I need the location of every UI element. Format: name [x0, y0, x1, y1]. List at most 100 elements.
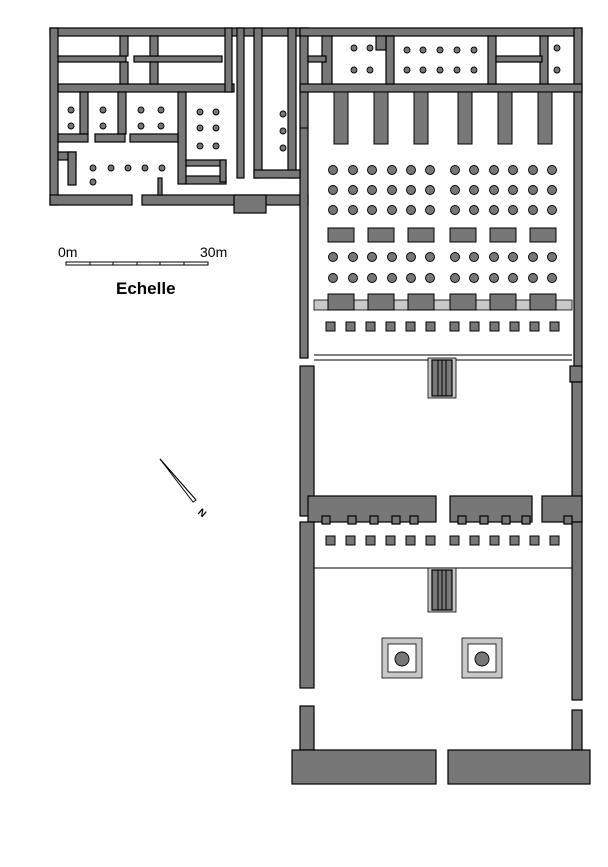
sanctuary-column — [436, 46, 444, 54]
hypostyle-column — [547, 205, 557, 215]
hypostyle-column — [547, 273, 557, 283]
rear-wing-column — [89, 164, 97, 172]
rear-wing-column — [196, 124, 204, 132]
hypostyle-column — [425, 185, 435, 195]
sanctuary-column — [350, 66, 358, 74]
sanctuary-column — [350, 44, 358, 52]
hypostyle-column — [508, 165, 518, 175]
rear-wing-column — [99, 106, 107, 114]
hypostyle-column — [387, 185, 397, 195]
rear-wing-column — [279, 127, 287, 135]
sanctuary-column — [553, 66, 561, 74]
hypostyle-column — [547, 165, 557, 175]
hypostyle-column — [406, 205, 416, 215]
hypostyle-column — [508, 252, 518, 262]
rear-wing-column — [196, 142, 204, 150]
hypostyle-column — [450, 273, 460, 283]
hypostyle-column — [328, 165, 338, 175]
rear-wing-column — [137, 122, 145, 130]
hypostyle-column — [367, 185, 377, 195]
hypostyle-column — [450, 185, 460, 195]
hypostyle-column — [450, 165, 460, 175]
rear-wing-column — [279, 110, 287, 118]
rear-wing-column — [157, 106, 165, 114]
hypostyle-column — [425, 252, 435, 262]
hypostyle-column — [406, 252, 416, 262]
hypostyle-column — [328, 273, 338, 283]
sanctuary-column — [453, 66, 461, 74]
hypostyle-column — [547, 185, 557, 195]
sanctuary-column — [403, 46, 411, 54]
sanctuary-column — [366, 44, 374, 52]
north-arrow-icon — [159, 458, 197, 503]
hypostyle-column — [348, 165, 358, 175]
hypostyle-column — [508, 185, 518, 195]
rear-wing-column — [67, 122, 75, 130]
hypostyle-column — [367, 273, 377, 283]
hypostyle-column — [425, 165, 435, 175]
sanctuary-column — [419, 66, 427, 74]
hypostyle-column — [367, 252, 377, 262]
hypostyle-column — [469, 165, 479, 175]
hypostyle-column — [528, 165, 538, 175]
hypostyle-column — [387, 273, 397, 283]
sanctuary-column — [453, 46, 461, 54]
rear-wing-column — [107, 164, 115, 172]
hypostyle-column — [469, 273, 479, 283]
hypostyle-column — [469, 185, 479, 195]
scale-start-label: 0m — [58, 244, 78, 260]
hypostyle-column — [489, 273, 499, 283]
hypostyle-column — [328, 185, 338, 195]
hypostyle-column — [348, 205, 358, 215]
scale-end-label: 30m — [200, 244, 228, 260]
hypostyle-column — [348, 273, 358, 283]
scale-title: Echelle — [116, 279, 176, 298]
rear-wing-column — [99, 122, 107, 130]
hypostyle-column — [489, 252, 499, 262]
rear-wing-column — [89, 178, 97, 186]
hypostyle-column — [547, 252, 557, 262]
sanctuary-column — [366, 66, 374, 74]
hypostyle-column — [469, 205, 479, 215]
rear-wing-column — [158, 164, 166, 172]
hypostyle-column — [387, 165, 397, 175]
rear-wing-column — [137, 106, 145, 114]
hypostyle-column — [450, 205, 460, 215]
hypostyle-column — [406, 185, 416, 195]
hypostyle-column — [328, 205, 338, 215]
hypostyle-column — [528, 273, 538, 283]
rear-wing-column — [212, 124, 220, 132]
hypostyle-column — [489, 185, 499, 195]
rear-wing-column — [279, 144, 287, 152]
hypostyle-column — [348, 252, 358, 262]
hypostyle-column — [367, 205, 377, 215]
hypostyle-column — [387, 205, 397, 215]
hypostyle-column — [489, 205, 499, 215]
hypostyle-column — [528, 185, 538, 195]
ramps — [427, 357, 457, 613]
rear-wing-column — [157, 122, 165, 130]
hypostyle-column — [528, 205, 538, 215]
hypostyle-column — [425, 205, 435, 215]
hypostyle-column — [469, 252, 479, 262]
rear-wing-column — [141, 164, 149, 172]
rear-wing-column — [212, 108, 220, 116]
scale-bar — [65, 261, 209, 266]
temple-walls — [49, 27, 591, 785]
hypostyle-column — [508, 205, 518, 215]
hypostyle-column — [508, 273, 518, 283]
sanctuary-column — [553, 44, 561, 52]
rear-wing-column — [196, 108, 204, 116]
hypostyle-column — [528, 252, 538, 262]
columns — [67, 44, 561, 283]
hypostyle-column — [425, 273, 435, 283]
sanctuary-column — [436, 66, 444, 74]
rear-wing-column — [212, 142, 220, 150]
hypostyle-column — [450, 252, 460, 262]
hypostyle-column — [348, 185, 358, 195]
rear-wing-column — [124, 164, 132, 172]
altars — [381, 637, 503, 679]
hypostyle-column — [489, 165, 499, 175]
hypostyle-column — [387, 252, 397, 262]
